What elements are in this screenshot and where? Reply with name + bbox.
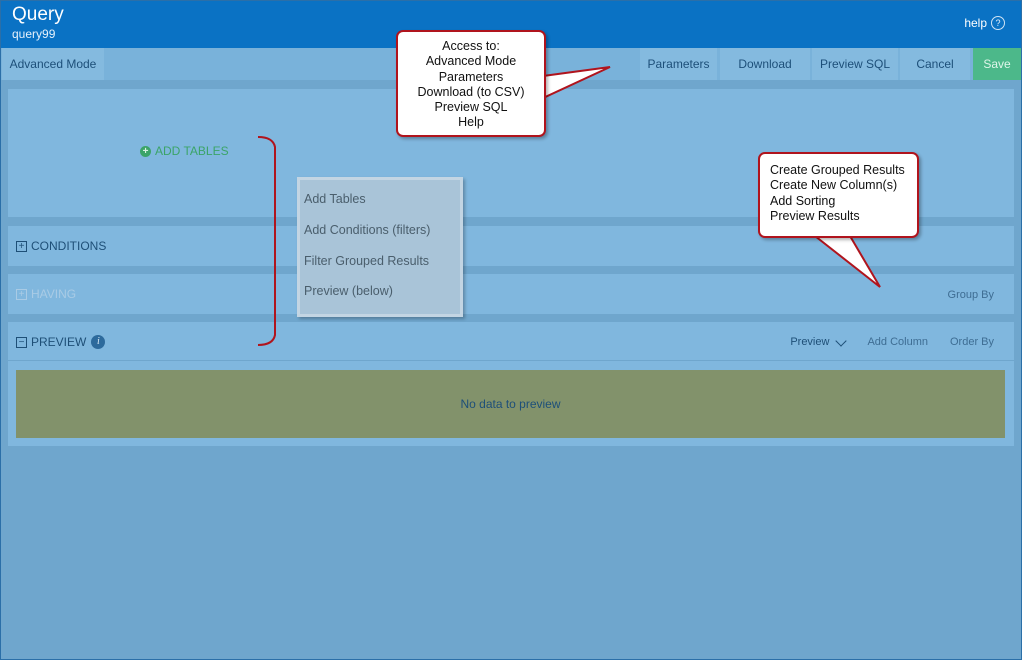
cancel-button[interactable]: Cancel — [900, 48, 970, 80]
popup-item: Add Conditions (filters) — [304, 223, 431, 237]
download-button[interactable]: Download — [720, 48, 810, 80]
having-section: + HAVING Group By — [8, 274, 1014, 314]
preview-sql-button[interactable]: Preview SQL — [812, 48, 898, 80]
popup-item: Preview (below) — [304, 284, 393, 298]
no-data-message: No data to preview — [16, 370, 1005, 438]
bracket-annotation — [257, 136, 276, 346]
callout-line: Access to: — [442, 39, 500, 53]
callout-line: Parameters — [438, 69, 504, 84]
divider — [8, 360, 1014, 361]
add-column-link[interactable]: Add Column — [867, 336, 928, 348]
question-circle-icon: ? — [991, 16, 1005, 30]
conditions-label: CONDITIONS — [31, 239, 107, 253]
callout-line: Preview Results — [770, 208, 860, 223]
popup-item: Add Tables — [304, 192, 366, 206]
order-by-link[interactable]: Order By — [949, 336, 994, 348]
expand-plus-icon: + — [16, 288, 27, 300]
page-title: Query — [12, 4, 64, 25]
help-label: help — [964, 16, 987, 30]
section-legend-popup: Add Tables Add Conditions (filters) Filt… — [297, 177, 463, 317]
save-button[interactable]: Save — [973, 48, 1021, 80]
preview-toggle[interactable]: − PREVIEW i — [16, 335, 106, 349]
callout-line: Create Grouped Results — [770, 163, 905, 177]
toolbar-callout: Access to: Advanced Mode Parameters Down… — [396, 30, 546, 137]
preview-label: PREVIEW — [31, 335, 87, 349]
preview-section: − PREVIEW i Preview Add Column Order By … — [8, 322, 1014, 446]
add-tables-button[interactable]: + ADD TABLES — [140, 144, 229, 158]
callout-line: Preview SQL — [434, 100, 508, 115]
callout-line: Advanced Mode — [425, 54, 517, 69]
callout-line: Create New Column(s) — [770, 178, 898, 193]
query-name: query99 — [12, 27, 56, 41]
help-link[interactable]: help ? — [964, 16, 1005, 30]
advanced-mode-button[interactable]: Advanced Mode — [2, 48, 104, 80]
actions-callout: Create Grouped Results Create New Column… — [758, 152, 919, 238]
preview-dropdown[interactable]: Preview — [790, 336, 830, 348]
collapse-minus-icon: − — [16, 336, 27, 348]
conditions-toggle[interactable]: + CONDITIONS — [16, 239, 106, 253]
info-icon[interactable]: i — [91, 335, 106, 349]
having-toggle[interactable]: + HAVING — [16, 287, 76, 301]
group-by-link[interactable]: Group By — [947, 289, 994, 301]
add-tables-label: ADD TABLES — [155, 144, 229, 158]
popup-item: Filter Grouped Results — [304, 254, 430, 268]
plus-circle-icon: + — [140, 145, 151, 157]
preview-actions: Preview Add Column Order By — [790, 334, 994, 348]
callout-line: Download (to CSV) — [417, 84, 525, 99]
having-label: HAVING — [31, 287, 77, 301]
callout-line: Add Sorting — [770, 193, 836, 208]
parameters-button[interactable]: Parameters — [640, 48, 717, 80]
expand-plus-icon: + — [16, 240, 27, 252]
callout-line: Help — [458, 115, 484, 130]
